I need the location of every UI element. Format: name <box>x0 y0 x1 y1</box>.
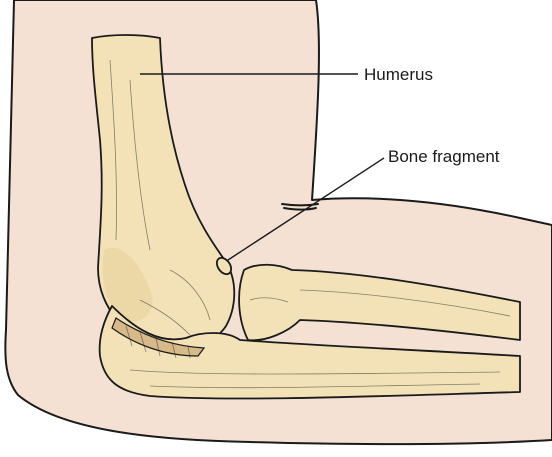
bone-fragment-label: Bone fragment <box>388 147 500 166</box>
humerus-label: Humerus <box>364 65 433 84</box>
